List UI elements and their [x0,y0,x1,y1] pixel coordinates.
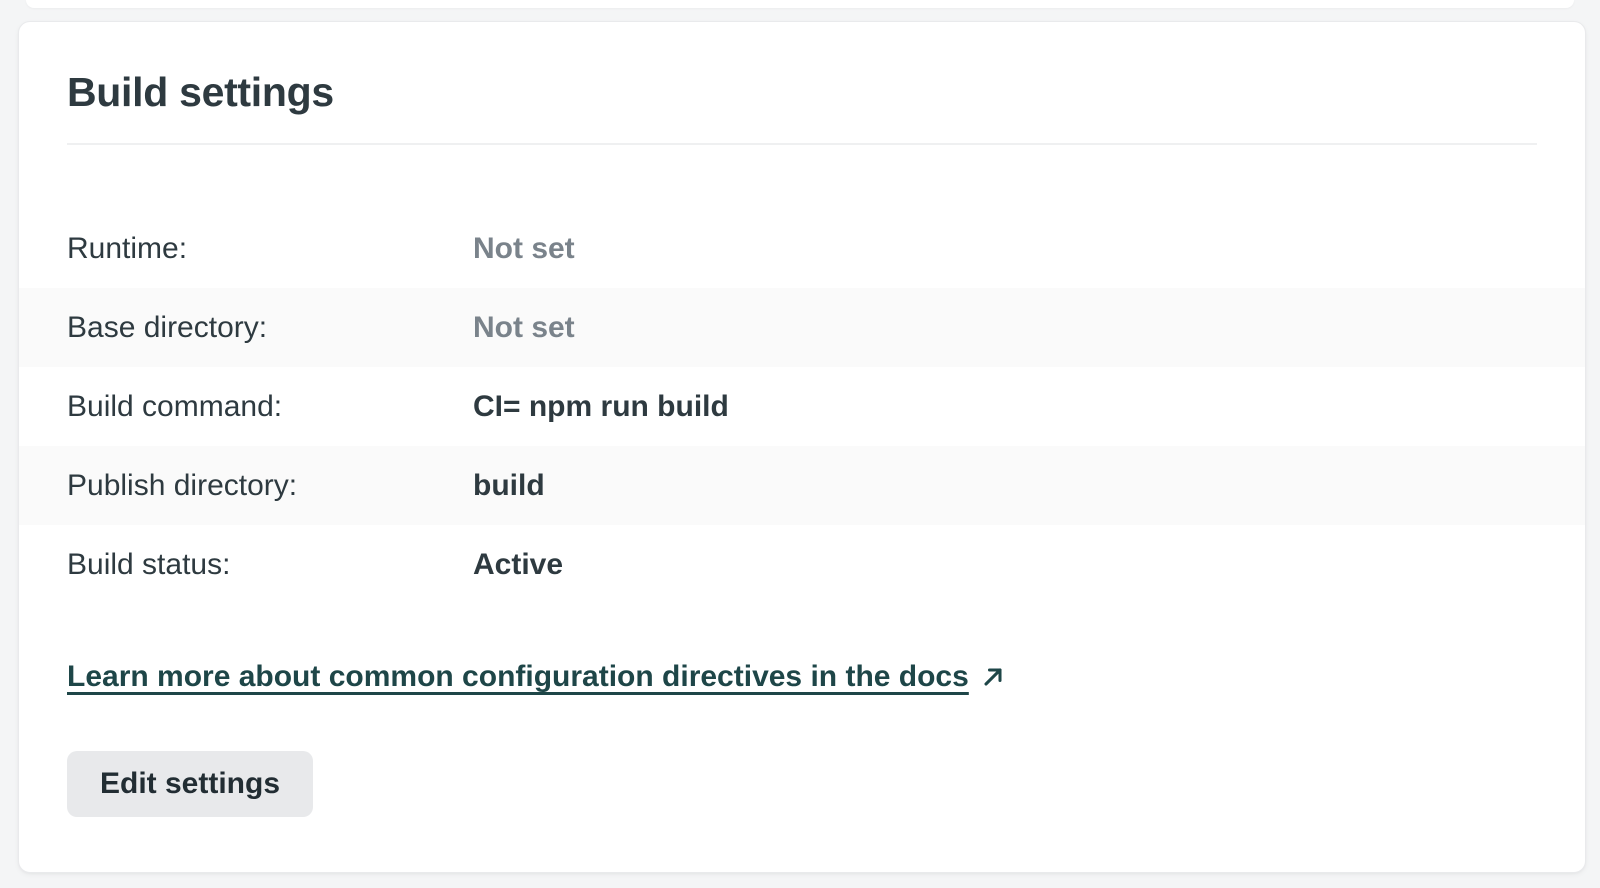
setting-row: Build command: CI= npm run build [19,367,1585,446]
title-divider [67,143,1537,146]
setting-row: Runtime: Not set [19,209,1585,288]
setting-value: Not set [473,310,575,344]
setting-label: Publish directory: [67,468,298,502]
setting-label: Build command: [67,389,283,423]
card-title: Build settings [67,69,334,115]
docs-link-wrap: Learn more about common configuration di… [67,660,1537,694]
setting-value: Not set [473,231,575,265]
arrow-up-right-icon [979,663,1007,691]
setting-row: Publish directory: build [19,446,1585,526]
setting-row: Build status: Active [19,525,1585,604]
setting-label: Base directory: [67,310,268,344]
edit-settings-button[interactable]: Edit settings [67,751,314,818]
setting-label: Runtime: [67,231,188,265]
docs-link-label: Learn more about common configuration di… [67,660,969,694]
setting-label: Build status: [67,547,231,581]
settings-rows: Runtime: Not set Base directory: Not set… [19,209,1585,604]
setting-value: Active [473,547,564,581]
build-settings-card: Build settings Runtime: Not set Base dir… [18,21,1586,873]
setting-value: CI= npm run build [473,389,729,423]
previous-card-bottom-edge [26,0,1574,8]
setting-value: build [473,468,545,502]
setting-row: Base directory: Not set [19,288,1585,368]
docs-link[interactable]: Learn more about common configuration di… [67,660,1007,694]
